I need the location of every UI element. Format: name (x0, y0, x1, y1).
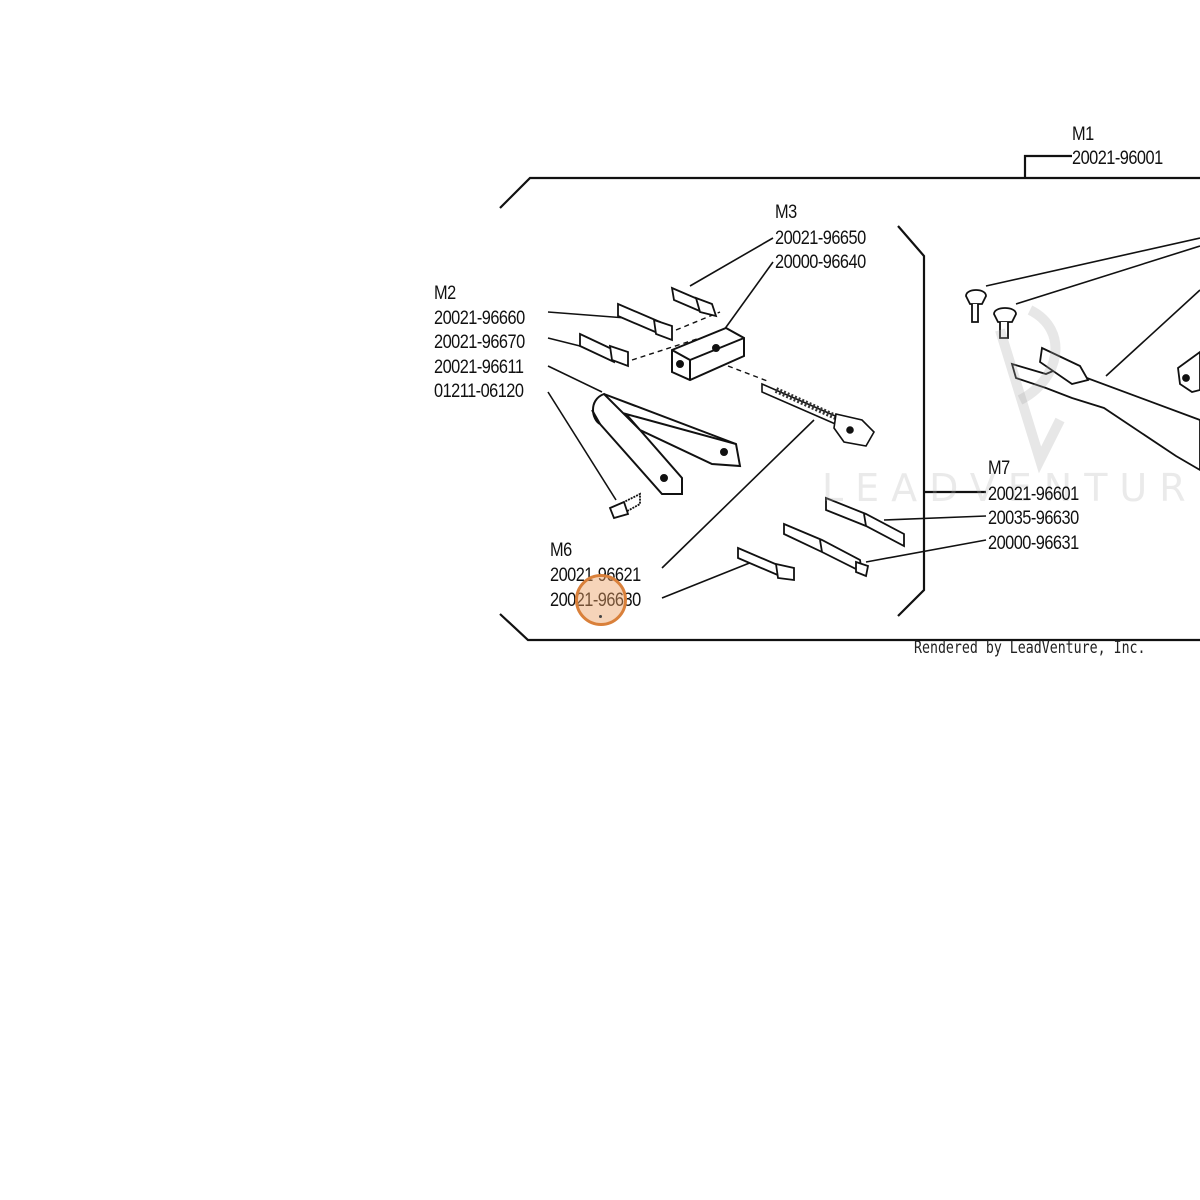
rendered-by-credit: Rendered by LeadVenture, Inc. (914, 638, 1146, 658)
leader-right-3 (1105, 289, 1200, 377)
group-label-m2: M2 (434, 283, 456, 304)
m7-pin-2 (825, 496, 905, 548)
m3-threaded-rod (761, 382, 875, 447)
leader-20021-96660 (547, 311, 627, 319)
right-plate (1010, 346, 1200, 472)
leader-20021-96650 (689, 237, 774, 287)
watermark: LEADVENTURE (822, 466, 1200, 510)
cursor-highlight (575, 574, 627, 626)
part-number[interactable]: 01211-06120 (434, 381, 524, 402)
group-label-m3: M3 (775, 202, 797, 223)
part-number[interactable]: 20035-96630 (988, 508, 1079, 529)
part-number[interactable]: 20021-96001 (1072, 148, 1163, 169)
cursor-dot-icon (599, 615, 602, 618)
leader-20021-96611 (547, 365, 603, 393)
m2-bolt-upper (617, 302, 673, 342)
leader-right-2 (1015, 245, 1200, 305)
outer-frame-bottom (499, 613, 1200, 642)
part-number[interactable]: 20000-96640 (775, 252, 866, 273)
m2-small-bolt (608, 492, 641, 520)
leader-20021-96621 (661, 419, 815, 569)
leader-01211-06120 (547, 391, 617, 501)
part-number[interactable]: 20021-96670 (434, 332, 525, 353)
m1-leader (1023, 154, 1072, 178)
m6-pin-1 (737, 546, 795, 582)
m2-strap (591, 392, 742, 495)
group-label-m6: M6 (550, 540, 572, 561)
m7-pin-1 (783, 522, 870, 578)
m2-bolt-lower (579, 332, 629, 368)
m3-bolt-upper (670, 286, 718, 318)
leader-20035-96630 (883, 515, 987, 521)
group-label-m1: M1 (1072, 124, 1094, 145)
outer-frame-top (499, 176, 1200, 209)
leader-20000-96640 (723, 261, 774, 331)
part-number[interactable]: 20021-96611 (434, 357, 524, 378)
leadventure-logo-icon (995, 305, 1065, 474)
part-number[interactable]: 20021-96650 (775, 228, 866, 249)
part-number[interactable]: 20021-96601 (988, 484, 1079, 505)
m3-block (671, 326, 745, 382)
right-knob-1 (965, 289, 987, 323)
group-label-m7: M7 (988, 458, 1010, 479)
leader-right-1 (985, 237, 1200, 287)
part-number[interactable]: 20021-96660 (434, 308, 525, 329)
right-knob-2 (993, 307, 1017, 339)
leader-20021-96630 (661, 561, 753, 599)
leader-20000-96631 (865, 539, 987, 563)
inner-bracket (897, 225, 926, 617)
part-number[interactable]: 20000-96631 (988, 533, 1079, 554)
